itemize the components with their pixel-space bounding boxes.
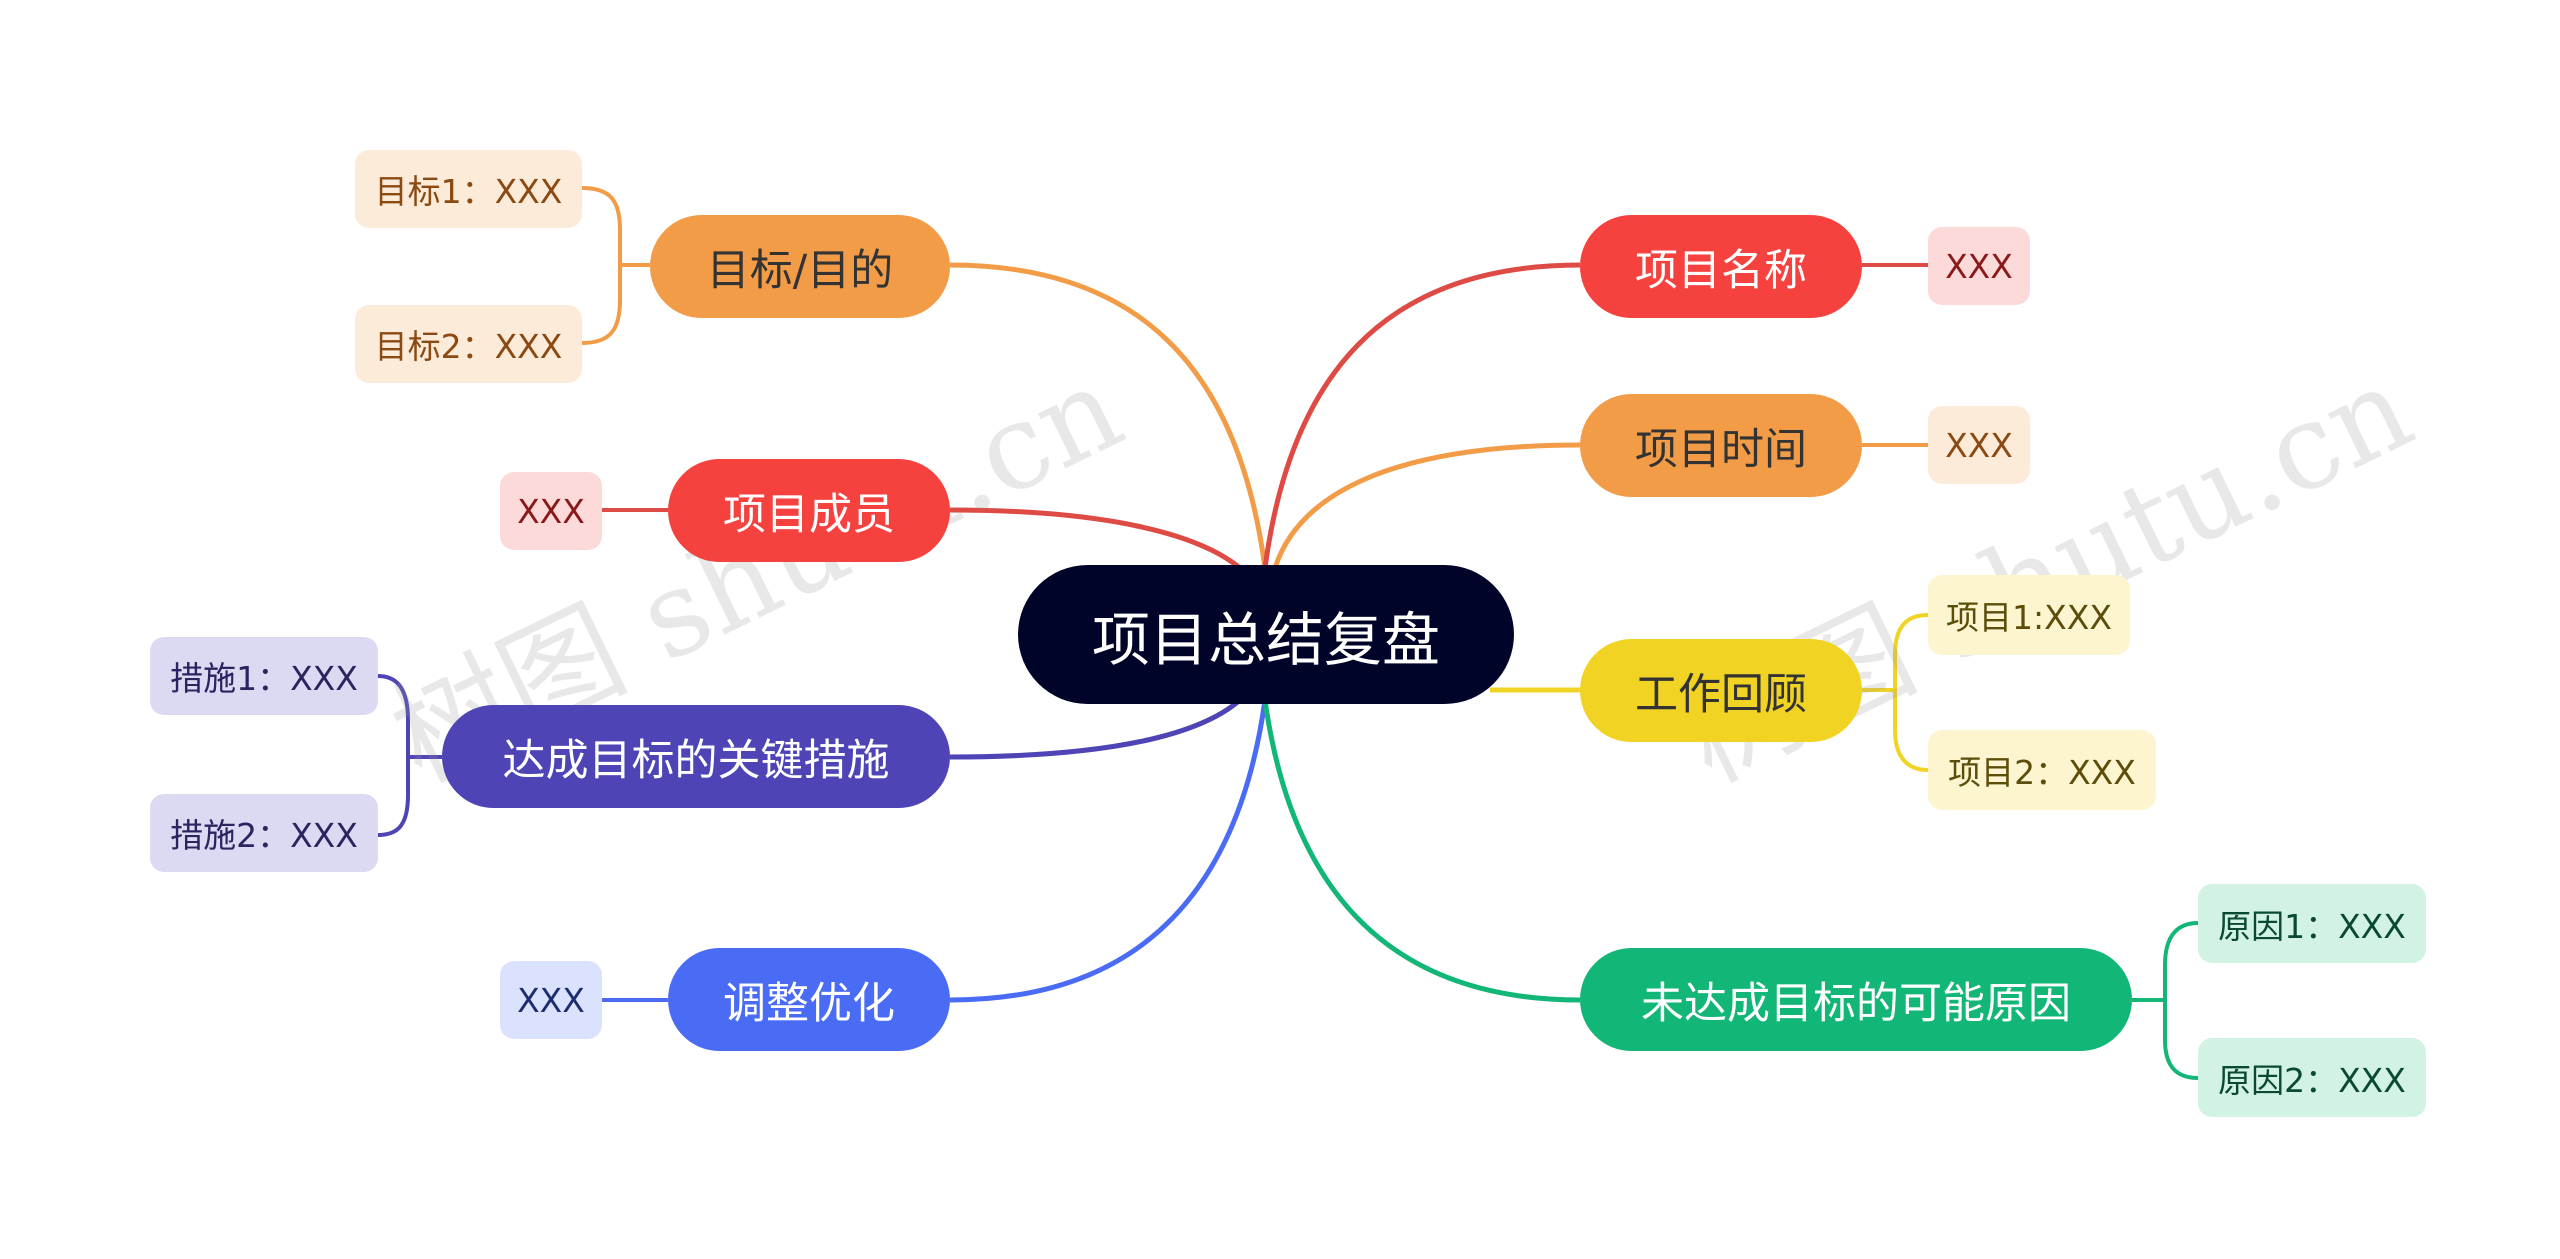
leaf-adjust-1[interactable]: XXX bbox=[500, 961, 602, 1039]
connector-measures-leaves bbox=[377, 674, 442, 837]
connector-goal-leaves bbox=[581, 186, 650, 345]
leaf-measures-2[interactable]: 措施2：XXX bbox=[150, 794, 378, 872]
branch-adjust[interactable]: 调整优化 bbox=[668, 948, 950, 1051]
leaf-goal-2[interactable]: 目标2：XXX bbox=[355, 305, 582, 383]
leaf-members-1[interactable]: XXX bbox=[500, 472, 602, 550]
branch-work-review[interactable]: 工作回顾 bbox=[1580, 639, 1862, 742]
leaf-project-time-1[interactable]: XXX bbox=[1928, 406, 2030, 484]
connector-time bbox=[1272, 442, 1581, 569]
connector-adjust bbox=[949, 699, 1268, 1003]
branch-project-time[interactable]: 项目时间 bbox=[1580, 394, 1862, 497]
leaf-goal-1[interactable]: 目标1：XXX bbox=[355, 150, 582, 228]
branch-project-name[interactable]: 项目名称 bbox=[1580, 215, 1862, 318]
leaf-review-2[interactable]: 项目2：XXX bbox=[1928, 730, 2156, 810]
connector-reasons-leaves bbox=[2132, 921, 2199, 1080]
branch-members[interactable]: 项目成员 bbox=[668, 459, 950, 562]
branch-key-measures[interactable]: 达成目标的关键措施 bbox=[442, 705, 950, 808]
connector-name bbox=[1262, 262, 1581, 569]
leaf-review-1[interactable]: 项目1:XXX bbox=[1928, 575, 2130, 655]
leaf-reasons-1[interactable]: 原因1：XXX bbox=[2198, 884, 2426, 963]
branch-failure-reasons[interactable]: 未达成目标的可能原因 bbox=[1580, 948, 2132, 1051]
leaf-reasons-2[interactable]: 原因2：XXX bbox=[2198, 1038, 2426, 1117]
connector-review-leaves bbox=[1862, 613, 1929, 772]
connector-reasons bbox=[1262, 699, 1581, 1003]
branch-goal[interactable]: 目标/目的 bbox=[650, 215, 950, 318]
leaf-project-name-1[interactable]: XXX bbox=[1928, 227, 2030, 305]
connector-goal bbox=[949, 262, 1268, 569]
central-topic[interactable]: 项目总结复盘 bbox=[1018, 565, 1514, 704]
leaf-measures-1[interactable]: 措施1：XXX bbox=[150, 637, 378, 715]
connector-members bbox=[949, 507, 1242, 570]
connector-measures bbox=[949, 698, 1242, 760]
